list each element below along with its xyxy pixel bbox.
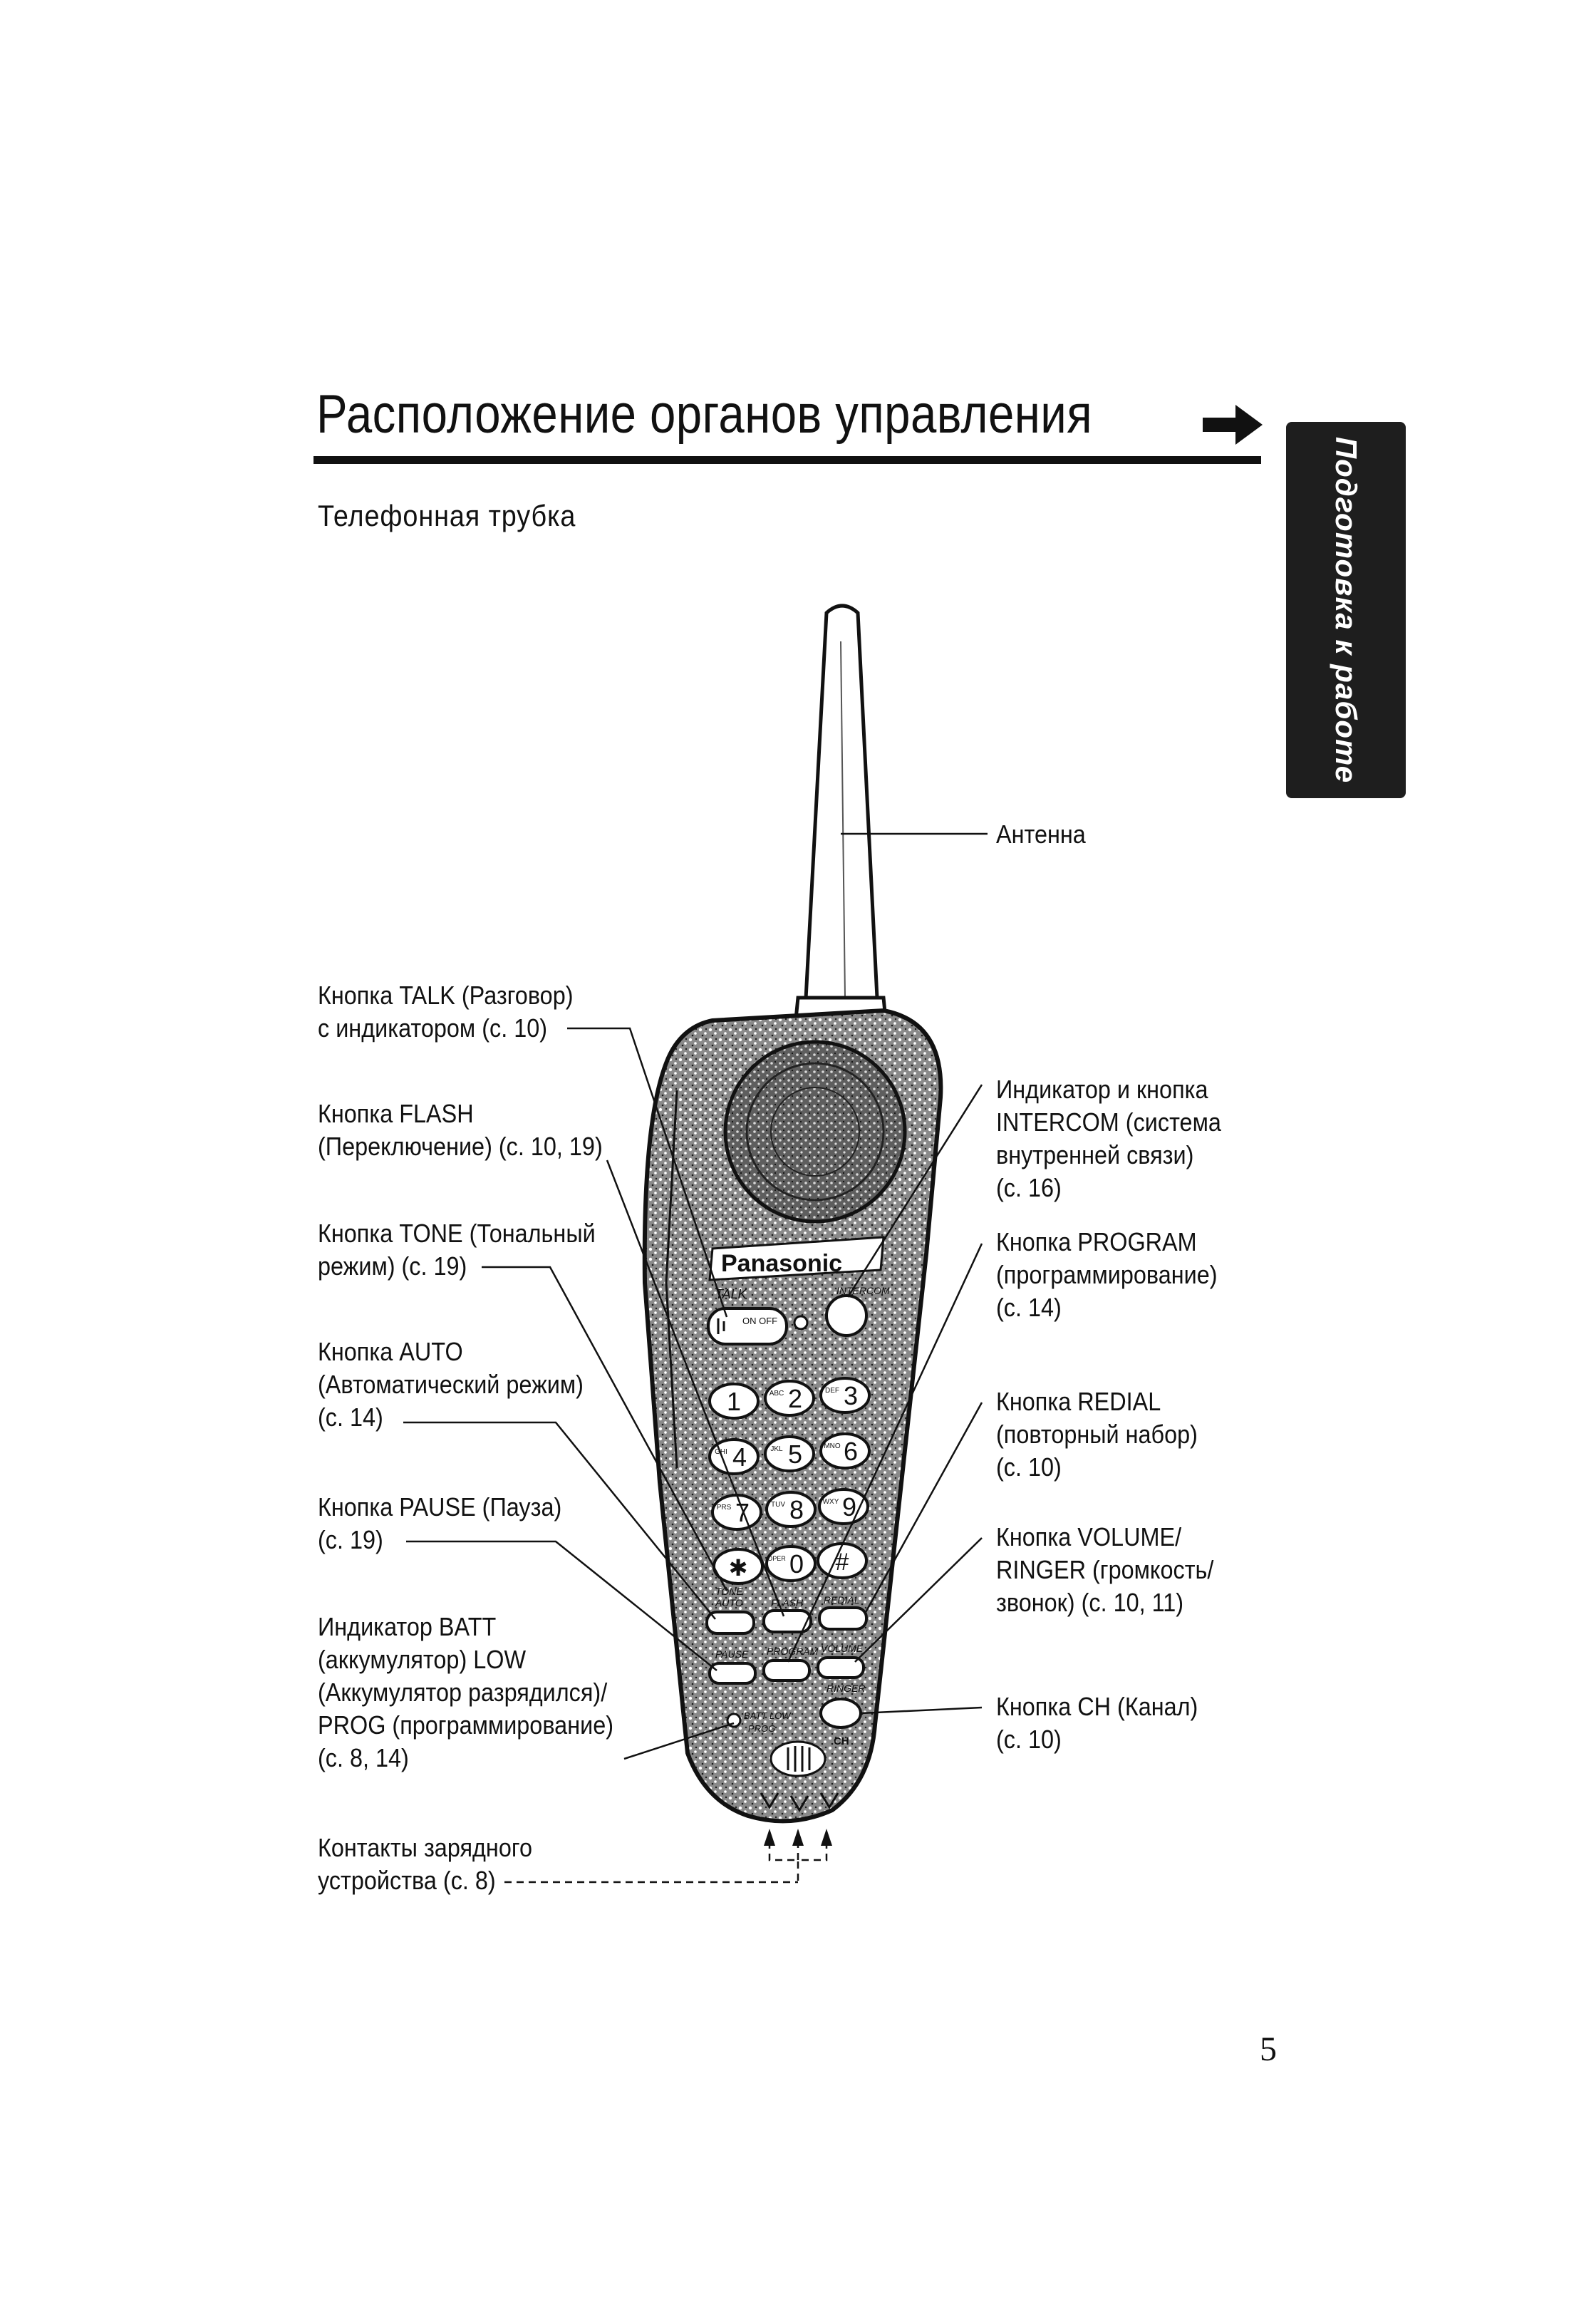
program-button[interactable] bbox=[762, 1659, 811, 1682]
svg-text:9: 9 bbox=[842, 1492, 856, 1522]
callout-redial: Кнопка REDIAL (повторный набор) (с. 10) bbox=[996, 1387, 1198, 1482]
tone-label: TONE bbox=[715, 1586, 743, 1597]
callout-ch: Кнопка CH (Канал) (с. 10) bbox=[996, 1692, 1198, 1754]
flash-leader bbox=[606, 1159, 785, 1617]
pause-button[interactable] bbox=[708, 1662, 757, 1685]
section-side-tab: Подготовка к работе bbox=[1286, 422, 1406, 798]
callout-batt: Индикатор BATT (аккумулятор) LOW (Аккуму… bbox=[318, 1612, 613, 1772]
prog-label: PROG bbox=[748, 1723, 775, 1734]
charge-contacts bbox=[760, 1792, 839, 1812]
svg-text:DEF: DEF bbox=[825, 1387, 839, 1395]
callout-auto: Кнопка AUTO (Автоматический режим) (с. 1… bbox=[318, 1337, 584, 1432]
redial-leader bbox=[864, 1402, 983, 1614]
svg-text:OPER: OPER bbox=[767, 1555, 786, 1562]
volume-ringer-button[interactable] bbox=[817, 1656, 865, 1679]
brand-logo: Panasonic bbox=[721, 1250, 842, 1277]
key-star[interactable]: ✱ bbox=[712, 1548, 764, 1585]
svg-text:3: 3 bbox=[844, 1381, 858, 1410]
antenna bbox=[793, 604, 888, 1028]
pause-label: PAUSE bbox=[715, 1648, 749, 1660]
on-off-label: ON OFF bbox=[742, 1316, 777, 1326]
section-subtitle: Телефонная трубка bbox=[318, 499, 576, 532]
svg-text:5: 5 bbox=[788, 1440, 802, 1469]
callout-pause: Кнопка PAUSE (Пауза) (с. 19) bbox=[318, 1492, 562, 1554]
svg-text:JKL: JKL bbox=[770, 1445, 783, 1453]
callout-contacts: Контакты зарядного устройства (с. 8) bbox=[318, 1833, 532, 1895]
svg-text:8: 8 bbox=[789, 1495, 804, 1524]
svg-text:MNO: MNO bbox=[824, 1442, 841, 1450]
flash-button[interactable] bbox=[762, 1609, 812, 1633]
batt-leader bbox=[623, 1722, 735, 1760]
callout-intercom: Индикатор и кнопка INTERCOM (система вну… bbox=[996, 1075, 1221, 1202]
program-leader bbox=[787, 1243, 983, 1663]
svg-text:6: 6 bbox=[844, 1437, 858, 1466]
title-underline bbox=[314, 456, 1261, 464]
page-number: 5 bbox=[1260, 2030, 1277, 2068]
ch-label: CH bbox=[834, 1735, 849, 1747]
intercom-leader bbox=[846, 1084, 983, 1298]
key-hash[interactable]: # bbox=[817, 1542, 868, 1579]
svg-text:4: 4 bbox=[732, 1442, 747, 1472]
pause-leader bbox=[406, 1540, 717, 1671]
key-5[interactable]: 5 JKL bbox=[764, 1435, 815, 1472]
callout-lines bbox=[403, 832, 988, 1760]
key-3[interactable]: 3 DEF bbox=[819, 1377, 871, 1414]
intercom-button[interactable] bbox=[825, 1294, 868, 1337]
volume-leader bbox=[854, 1537, 983, 1663]
redial-label: REDIAL bbox=[824, 1594, 860, 1606]
talk-leader bbox=[567, 1027, 728, 1318]
page-title: Расположение органов управления bbox=[316, 384, 1093, 445]
ringer-label: RINGER bbox=[826, 1683, 865, 1694]
svg-text:ABC: ABC bbox=[770, 1390, 784, 1398]
auto-leader bbox=[403, 1421, 716, 1620]
contacts-arrows bbox=[764, 1829, 832, 1846]
function-buttons: TONE AUTO FLASH REDIAL PAUSE PROGRAM VOL… bbox=[705, 1586, 868, 1812]
callout-tone: Кнопка TONE (Тональный режим) (с. 19) bbox=[318, 1219, 596, 1281]
callout-antenna: Антенна bbox=[996, 820, 1086, 849]
auto-button[interactable] bbox=[705, 1611, 755, 1635]
callout-volume-ringer: Кнопка VOLUME/ RINGER (громкость/ звонок… bbox=[996, 1522, 1214, 1617]
microphone-grille bbox=[770, 1740, 826, 1777]
redial-button[interactable] bbox=[818, 1606, 868, 1631]
svg-text:PRS: PRS bbox=[717, 1504, 732, 1512]
volume-label: VOLUME bbox=[821, 1643, 864, 1654]
tone-leader bbox=[482, 1266, 728, 1591]
key-2[interactable]: 2 ABC bbox=[764, 1380, 815, 1417]
key-1[interactable]: 1 bbox=[708, 1383, 760, 1420]
intercom-indicator bbox=[793, 1315, 809, 1331]
batt-low-label: BATT LOW bbox=[744, 1710, 792, 1721]
ch-button[interactable] bbox=[819, 1698, 862, 1729]
svg-text:✱: ✱ bbox=[729, 1554, 748, 1581]
talk-label: TALK bbox=[715, 1287, 747, 1301]
callout-program: Кнопка PROGRAM (программирование) (с. 14… bbox=[996, 1227, 1218, 1322]
ch-leader bbox=[860, 1706, 983, 1715]
contacts-leader bbox=[504, 1841, 828, 1884]
svg-text:#: # bbox=[836, 1549, 849, 1576]
svg-text:0: 0 bbox=[789, 1549, 804, 1579]
svg-text:TUV: TUV bbox=[771, 1501, 785, 1509]
talk-button[interactable]: ON OFF bbox=[707, 1307, 788, 1345]
svg-text:1: 1 bbox=[727, 1387, 741, 1416]
flash-label: FLASH bbox=[771, 1597, 804, 1608]
svg-text:WXY: WXY bbox=[823, 1498, 839, 1506]
auto-label: AUTO bbox=[715, 1597, 743, 1608]
callout-flash: Кнопка FLASH (Переключение) (с. 10, 19) bbox=[318, 1099, 603, 1161]
right-arrow-icon bbox=[1203, 405, 1263, 445]
svg-text:2: 2 bbox=[788, 1384, 802, 1413]
callout-talk: Кнопка TALK (Разговор) с индикатором (с.… bbox=[318, 981, 574, 1043]
key-8[interactable]: 8 TUV bbox=[765, 1491, 817, 1528]
